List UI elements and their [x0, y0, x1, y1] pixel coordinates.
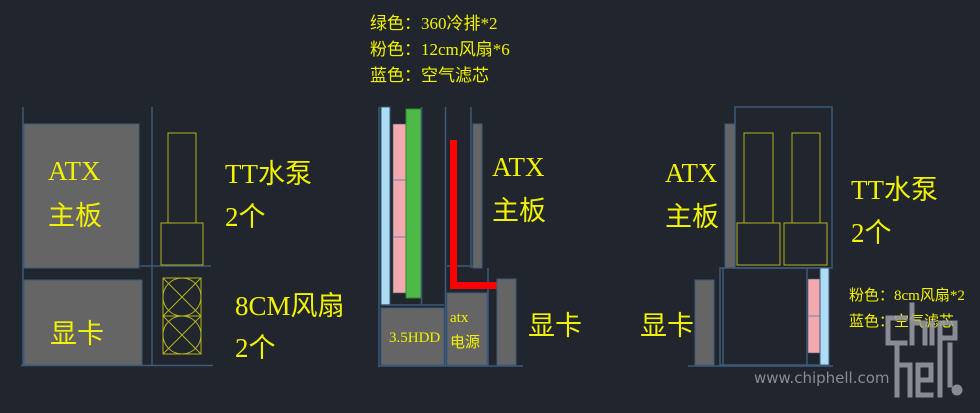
pump-reservoir: [743, 132, 774, 224]
radiator-360: [405, 108, 422, 299]
psu-label: atx: [450, 310, 469, 326]
gpu-label: 显卡: [640, 311, 694, 341]
legend-filter: 蓝色：空气滤芯: [849, 313, 954, 330]
watermark: www.chiphell.com: [754, 302, 963, 398]
motherboard-label: ATX: [665, 158, 718, 188]
legend-fan: 粉色：12cm风扇*6: [370, 40, 510, 59]
motherboard: [724, 123, 736, 269]
motherboard-label: 主板: [492, 196, 546, 226]
fan-label: 8CM风扇: [235, 291, 345, 321]
middle-layout: 绿色：360冷排*2 粉色：12cm风扇*6 蓝色：空气滤芯 3.5HDD at…: [370, 14, 582, 367]
motherboard: [23, 123, 140, 269]
pump-reservoir: [791, 132, 821, 224]
legend-filter: 蓝色：空气滤芯: [370, 66, 489, 85]
legend-radiator: 绿色：360冷排*2: [370, 14, 498, 33]
fan-120mm-stack: [392, 123, 407, 294]
pump-reservoir: [167, 132, 197, 224]
pipe-vertical: [450, 140, 457, 288]
chiphell-logo-icon: [885, 302, 963, 398]
gpu: [23, 279, 143, 366]
legend-fan: 粉色：8cm风扇*2: [849, 287, 965, 304]
hdd-bay: [380, 307, 445, 366]
watermark-url: www.chiphell.com: [754, 369, 890, 387]
hdd-label: 3.5HDD: [389, 330, 440, 346]
pump-label: TT水泵: [851, 175, 938, 205]
fan-count-label: 2个: [235, 333, 276, 363]
air-filter: [819, 267, 830, 366]
motherboard-label: 主板: [665, 202, 719, 232]
pipe-horizontal: [450, 282, 497, 289]
pump-base: [736, 222, 781, 266]
fan-80mm-icon: [162, 277, 202, 317]
pump-base: [160, 222, 204, 266]
gpu: [496, 278, 517, 366]
motherboard-label: ATX: [48, 156, 101, 186]
motherboard-label: ATX: [492, 152, 545, 182]
psu: [446, 292, 488, 366]
pump-base: [783, 222, 828, 266]
pump-count-label: 2个: [851, 218, 892, 248]
gpu-label: 显卡: [528, 311, 582, 341]
motherboard: [472, 123, 483, 269]
psu-label: 电源: [450, 334, 480, 351]
pump-count-label: 2个: [225, 202, 266, 232]
air-filter: [380, 106, 391, 306]
gpu: [694, 279, 715, 366]
motherboard-label: 主板: [48, 201, 102, 231]
left-layout: ATX 主板 显卡 TT水泵 2个 8CM风扇 2个: [21, 107, 345, 367]
pump-label: TT水泵: [225, 159, 312, 189]
fan-80mm-icon: [162, 315, 202, 355]
gpu-label: 显卡: [50, 319, 104, 349]
right-layout: ATX 主板 显卡 TT水泵 2个 粉色：8cm风扇*2 蓝色：空气滤芯: [640, 106, 965, 367]
